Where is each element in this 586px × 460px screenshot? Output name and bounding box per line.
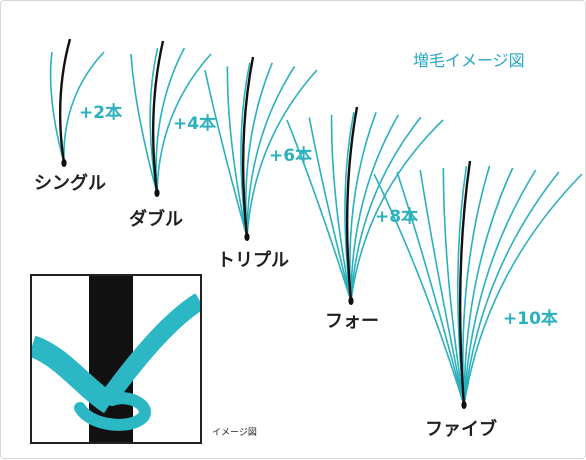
lash-fan-2: [130, 40, 212, 197]
extension-lash: [226, 66, 248, 238]
label-double: ダブル: [129, 209, 183, 230]
extension-lash: [350, 114, 400, 302]
extension-wrap: [74, 392, 151, 431]
extension-lash: [396, 171, 465, 406]
lash-fan-1: [49, 38, 105, 167]
lash-root: [461, 401, 467, 409]
extension-left: [32, 335, 117, 414]
extension-lash: [156, 53, 212, 194]
extension-lash: [63, 51, 105, 164]
lash-root: [154, 189, 160, 197]
inset-caption: イメージ図: [212, 428, 257, 438]
extension-lash: [463, 167, 514, 406]
lash-fan-4: [286, 106, 444, 305]
label-five: ファイブ: [425, 419, 497, 440]
extension-lash: [350, 119, 444, 302]
natural-lash: [241, 56, 255, 238]
count-double: +4本: [173, 114, 217, 134]
extension-lash: [350, 116, 422, 302]
lash-root: [244, 233, 250, 241]
extension-right: [102, 293, 200, 402]
extension-lash: [463, 169, 537, 406]
diagram-title: 増毛イメージ図: [413, 51, 525, 70]
extension-lash: [330, 114, 352, 302]
extension-lash: [130, 53, 158, 194]
lash-fan-5: [373, 160, 583, 409]
natural-lash: [58, 38, 72, 164]
extension-lash: [463, 171, 560, 406]
count-triple: +6本: [269, 146, 313, 166]
count-five: +10本: [503, 309, 558, 329]
extension-lash: [246, 69, 318, 238]
lash-fan-3: [204, 56, 318, 241]
extension-lash: [204, 69, 248, 238]
lash-root: [61, 159, 67, 167]
natural-lash: [151, 40, 165, 194]
count-single: +2本: [79, 103, 123, 123]
extension-lash: [419, 169, 465, 406]
natural-lash: [458, 160, 472, 406]
count-four: +8本: [375, 207, 419, 227]
extension-lash: [286, 119, 352, 302]
attachment-inset: [30, 274, 202, 444]
extension-lash: [308, 117, 352, 302]
label-triple: トリプル: [217, 250, 289, 271]
label-four: フォー: [325, 311, 379, 332]
extension-lash: [373, 173, 465, 406]
label-single: シングル: [34, 173, 106, 194]
natural-lash: [345, 106, 359, 302]
extension-lash: [442, 167, 465, 406]
extension-lash: [49, 51, 65, 164]
lash-root: [348, 297, 354, 305]
attachment-illustration: [32, 276, 200, 442]
extension-lash: [246, 65, 296, 238]
extension-lash: [463, 173, 583, 406]
